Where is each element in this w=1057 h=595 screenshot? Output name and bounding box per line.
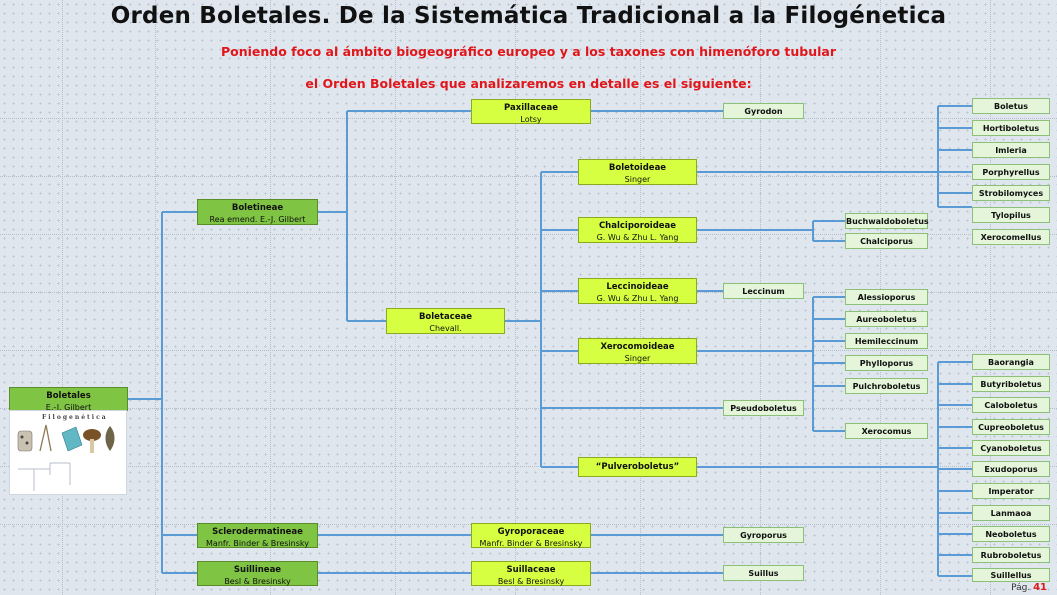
genus-strobilomyces[interactable]: Strobilomyces <box>972 185 1050 201</box>
node-suillineae[interactable]: Suillineae Besl & Bresinsky <box>197 561 318 586</box>
node-boletaceae-name: Boletaceae <box>418 312 473 322</box>
subtitle-line-2: el Orden Boletales que analizaremos en d… <box>305 76 752 91</box>
genus-lanmaoa[interactable]: Lanmaoa <box>972 505 1050 521</box>
genus-aureoboletus[interactable]: Aureoboletus <box>845 311 928 327</box>
genus-baorangia[interactable]: Baorangia <box>972 354 1050 370</box>
node-leccinoideae-name: Leccinoideae <box>606 282 669 292</box>
genus-caloboletus[interactable]: Caloboletus <box>972 397 1050 413</box>
node-boletales[interactable]: Boletales E.-J. Gilbert <box>9 387 128 412</box>
node-leccinoideae-author: G. Wu & Zhu L. Yang <box>596 294 679 303</box>
page-number: Pág. 41 <box>1011 582 1047 593</box>
genus-alessioporus[interactable]: Alessioporus <box>845 289 928 305</box>
node-xerocomoideae[interactable]: Xerocomoideae Singer <box>578 338 697 364</box>
node-chalciporoideae[interactable]: Chalciporoideae G. Wu & Zhu L. Yang <box>578 217 697 243</box>
node-suillineae-name: Suillineae <box>233 565 282 575</box>
genus-buchwaldoboletus[interactable]: Buchwaldoboletus <box>845 213 929 229</box>
genus-chalciporus[interactable]: Chalciporus <box>845 233 928 249</box>
genus-hemileccinum[interactable]: Hemileccinum <box>845 333 928 349</box>
node-boletoideae-name: Boletoideae <box>608 163 667 173</box>
genus-suillus[interactable]: Suillus <box>723 565 804 581</box>
node-chalciporoideae-name: Chalciporoideae <box>598 221 677 231</box>
genus-gyroporus[interactable]: Gyroporus <box>723 527 804 543</box>
node-boletales-author: E.-J. Gilbert <box>45 403 92 412</box>
node-sclerodermatineae[interactable]: Sclerodermatineae Manfr. Binder & Bresin… <box>197 523 318 548</box>
node-xerocomoideae-author: Singer <box>624 354 651 363</box>
genus-exudoporus[interactable]: Exudoporus <box>972 461 1050 477</box>
filogenetica-logo: Filogenética <box>9 410 127 495</box>
genus-tylopilus[interactable]: Tylopilus <box>972 207 1050 223</box>
genus-xerocomus[interactable]: Xerocomus <box>845 423 928 439</box>
genus-pulchroboletus[interactable]: Pulchroboletus <box>845 378 928 394</box>
node-boletineae[interactable]: Boletineae Rea emend. E.-J. Gilbert <box>197 199 318 225</box>
genus-hortiboletus[interactable]: Hortiboletus <box>972 120 1050 136</box>
subtitle-line-1: Poniendo foco al ámbito biogeográfico eu… <box>220 44 837 59</box>
genus-cupreoboletus[interactable]: Cupreoboletus <box>972 419 1050 435</box>
node-boletales-name: Boletales <box>46 391 91 401</box>
node-suillineae-author: Besl & Bresinsky <box>224 577 291 586</box>
node-boletoideae-author: Singer <box>624 175 651 184</box>
genus-gyrodon[interactable]: Gyrodon <box>723 103 804 119</box>
node-pulveroboletus[interactable]: “Pulveroboletus” <box>578 457 697 477</box>
genus-neoboletus[interactable]: Neoboletus <box>972 526 1050 542</box>
mushroom-illustration-icon <box>17 424 115 491</box>
genus-rubroboletus[interactable]: Rubroboletus <box>972 547 1050 563</box>
node-boletineae-author: Rea emend. E.-J. Gilbert <box>209 215 306 224</box>
genus-xerocomellus[interactable]: Xerocomellus <box>972 229 1050 245</box>
node-chalciporoideae-author: G. Wu & Zhu L. Yang <box>596 233 679 242</box>
page-label: Pág. <box>1011 583 1031 593</box>
genus-suillellus[interactable]: Suillellus <box>972 568 1050 582</box>
genus-imperator[interactable]: Imperator <box>972 483 1050 499</box>
node-gyroporaceae-name: Gyroporaceae <box>497 527 565 537</box>
node-paxillaceae[interactable]: Paxillaceae Lotsy <box>471 99 591 124</box>
node-gyroporaceae-author: Manfr. Binder & Bresinsky <box>479 539 583 548</box>
node-suillaceae[interactable]: Suillaceae Besl & Bresinsky <box>471 561 591 586</box>
genus-butyriboletus[interactable]: Butyriboletus <box>972 376 1050 392</box>
node-suillaceae-author: Besl & Bresinsky <box>497 577 565 586</box>
logo-text: Filogenética <box>42 414 108 421</box>
page-number-value: 41 <box>1033 582 1047 593</box>
node-pulveroboletus-name: “Pulveroboletus” <box>595 462 680 472</box>
genus-cyanoboletus[interactable]: Cyanoboletus <box>972 440 1050 456</box>
node-suillaceae-name: Suillaceae <box>506 565 556 575</box>
node-boletineae-name: Boletineae <box>231 203 284 213</box>
node-sclerodermatineae-author: Manfr. Binder & Bresinsky <box>206 539 309 548</box>
genus-boletus[interactable]: Boletus <box>972 98 1050 114</box>
page-title: Orden Boletales. De la Sistemática Tradi… <box>110 3 947 29</box>
node-boletaceae[interactable]: Boletaceae Chevall. <box>386 308 505 334</box>
node-boletaceae-author: Chevall. <box>429 324 462 333</box>
genus-porphyrellus[interactable]: Porphyrellus <box>972 164 1050 180</box>
node-sclerodermatineae-name: Sclerodermatineae <box>212 527 303 537</box>
node-boletoideae[interactable]: Boletoideae Singer <box>578 159 697 185</box>
node-xerocomoideae-name: Xerocomoideae <box>600 342 675 352</box>
genus-pseudoboletus[interactable]: Pseudoboletus <box>723 400 804 416</box>
node-gyroporaceae[interactable]: Gyroporaceae Manfr. Binder & Bresinsky <box>471 523 591 548</box>
genus-phylloporus[interactable]: Phylloporus <box>845 355 928 371</box>
node-paxillaceae-name: Paxillaceae <box>503 103 558 113</box>
node-paxillaceae-author: Lotsy <box>520 115 542 124</box>
genus-leccinum[interactable]: Leccinum <box>723 283 804 299</box>
genus-imleria[interactable]: Imleria <box>972 142 1050 158</box>
node-leccinoideae[interactable]: Leccinoideae G. Wu & Zhu L. Yang <box>578 278 697 304</box>
